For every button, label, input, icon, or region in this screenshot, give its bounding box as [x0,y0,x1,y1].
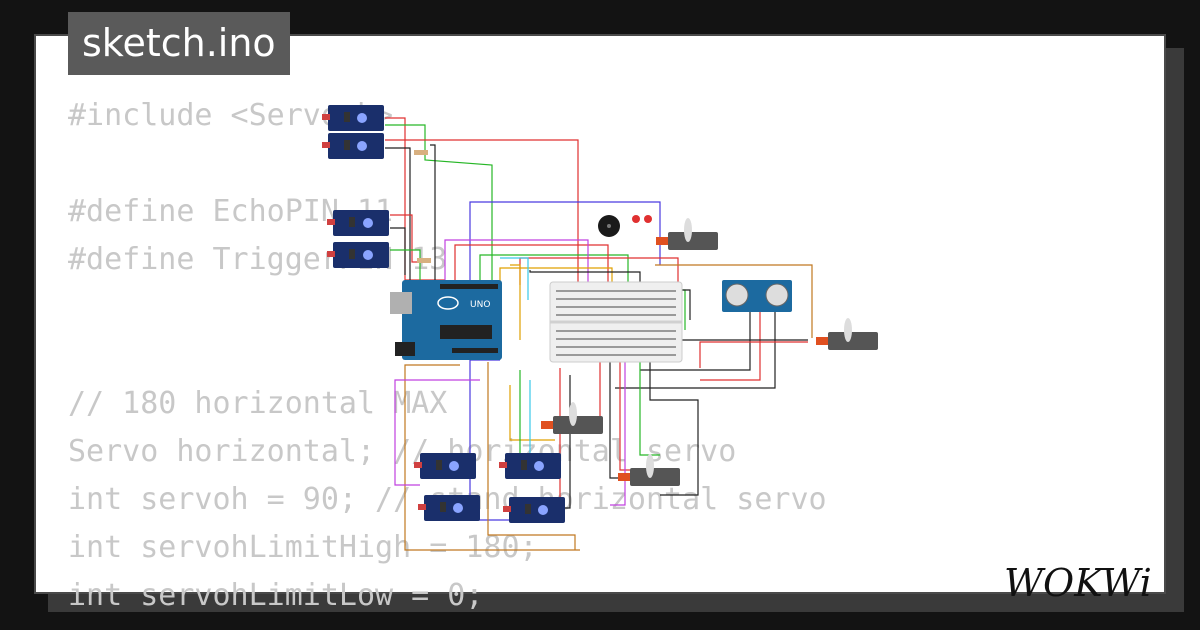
wokwi-logo: WOKWi [1004,561,1152,605]
sketch-title: sketch.ino [68,12,290,75]
breadboard-icon[interactable] [549,281,683,363]
ldr-module-icon[interactable] [327,210,389,236]
code-line: int servohLimitLow = 0; [68,578,484,613]
ldr-module-icon[interactable] [414,453,476,479]
servo-icon[interactable] [618,454,680,486]
code-line: // 180 horizontal MAX [68,386,448,421]
servo-icon[interactable] [656,218,718,250]
logo-text: WOKWi [1004,561,1152,605]
servo-icon[interactable] [816,318,878,350]
board-label: UNO [470,300,490,310]
ultrasonic-sensor-icon[interactable] [722,280,792,312]
resistor-icon [414,150,431,263]
arduino-uno-icon[interactable]: UNO [390,280,502,360]
ldr-module-icon[interactable] [322,133,384,159]
code-line: int servohLimitHigh = 180; [68,530,538,565]
code-background: #include <Servo.h> #define EchoPIN 11 #d… [68,92,827,620]
ldr-module-icon[interactable] [499,453,561,479]
servo-icon[interactable] [541,402,603,434]
led-icon [632,215,652,223]
buzzer-icon [598,215,620,237]
ldr-module-icon[interactable] [503,497,565,523]
ldr-module-icon[interactable] [327,242,389,268]
ldr-module-icon[interactable] [418,495,480,521]
ldr-module-icon[interactable] [322,105,384,131]
